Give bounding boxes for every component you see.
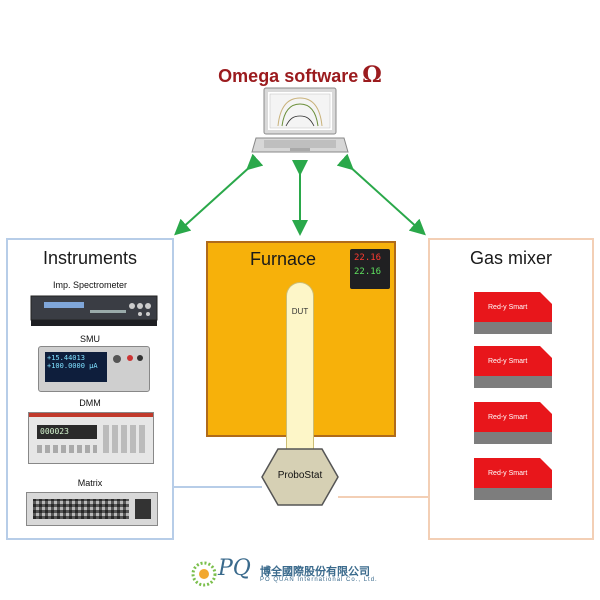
smu-display-line1: +15.44013 (47, 354, 85, 362)
smu-knob-icon (113, 355, 121, 363)
red-y-label: Red-y Smart (488, 470, 528, 477)
matrix-grid-icon (33, 499, 129, 519)
dmm-buttons-icon (103, 425, 147, 453)
controller-readout-bottom: 22.16 (354, 267, 382, 277)
smu-display-line2: +100.0000 µA (47, 362, 98, 370)
furnace-title: Furnace (249, 249, 317, 269)
instrument-label-impedance: Imp. Spectrometer (52, 280, 128, 290)
matrix-device (26, 492, 158, 526)
instruments-panel: Instruments Imp. Spectrometer SMU +15.44… (6, 238, 174, 540)
instrument-label-smu: SMU (80, 334, 100, 344)
laptop-icon (251, 87, 349, 153)
company-name: 博全國際股份有限公司 (260, 566, 370, 578)
omega-icon: Ω (362, 62, 382, 88)
dmm-top-strip (29, 413, 153, 417)
red-y-device-icon (474, 346, 552, 388)
mass-flow-controller: Red-y Smart (474, 292, 552, 339)
matrix-card-icon (135, 499, 151, 519)
temperature-controller-icon: 22.16 22.16 (350, 249, 390, 289)
gas-mixer-panel: Gas mixer Red-y Smart Red-y Smart Red-y … (428, 238, 594, 540)
smu-display: +15.44013 +100.0000 µA (45, 352, 107, 382)
smu-terminal-icon (137, 355, 143, 361)
impedance-spectrometer-icon (30, 295, 158, 326)
probostat-hexagon (261, 448, 339, 506)
red-y-device-icon (474, 292, 552, 334)
red-y-device-icon (474, 402, 552, 444)
red-y-label: Red-y Smart (488, 304, 528, 311)
dmm-keys-icon (37, 445, 97, 453)
company-logo-icon (191, 561, 217, 587)
instrument-label-matrix: Matrix (77, 478, 103, 488)
logo-mark: PQ (218, 556, 251, 581)
mass-flow-controller: Red-y Smart (474, 458, 552, 505)
arrow-left (174, 153, 264, 236)
gas-mixer-title: Gas mixer (469, 248, 552, 268)
red-y-device-icon (474, 458, 552, 500)
company-sub: PO QUAN International Co., Ltd. (260, 577, 378, 583)
instrument-label-dmm: DMM (79, 398, 101, 408)
controller-readout-top: 22.16 (354, 253, 382, 263)
dut-label: DUT (291, 307, 309, 316)
arrow-right (336, 153, 426, 236)
smu-terminal-icon (127, 355, 133, 361)
probostat-label: ProboStat (277, 470, 323, 481)
red-y-label: Red-y Smart (488, 414, 528, 421)
title-text: Omega software (218, 66, 359, 86)
smu-device: +15.44013 +100.0000 µA (38, 346, 150, 392)
dmm-display: 000023 (37, 425, 97, 439)
dmm-device: 000023 (28, 412, 154, 464)
mass-flow-controller: Red-y Smart (474, 346, 552, 393)
mass-flow-controller: Red-y Smart (474, 402, 552, 449)
instruments-title: Instruments (42, 248, 138, 268)
red-y-label: Red-y Smart (488, 358, 528, 365)
sample-tube (286, 282, 314, 452)
